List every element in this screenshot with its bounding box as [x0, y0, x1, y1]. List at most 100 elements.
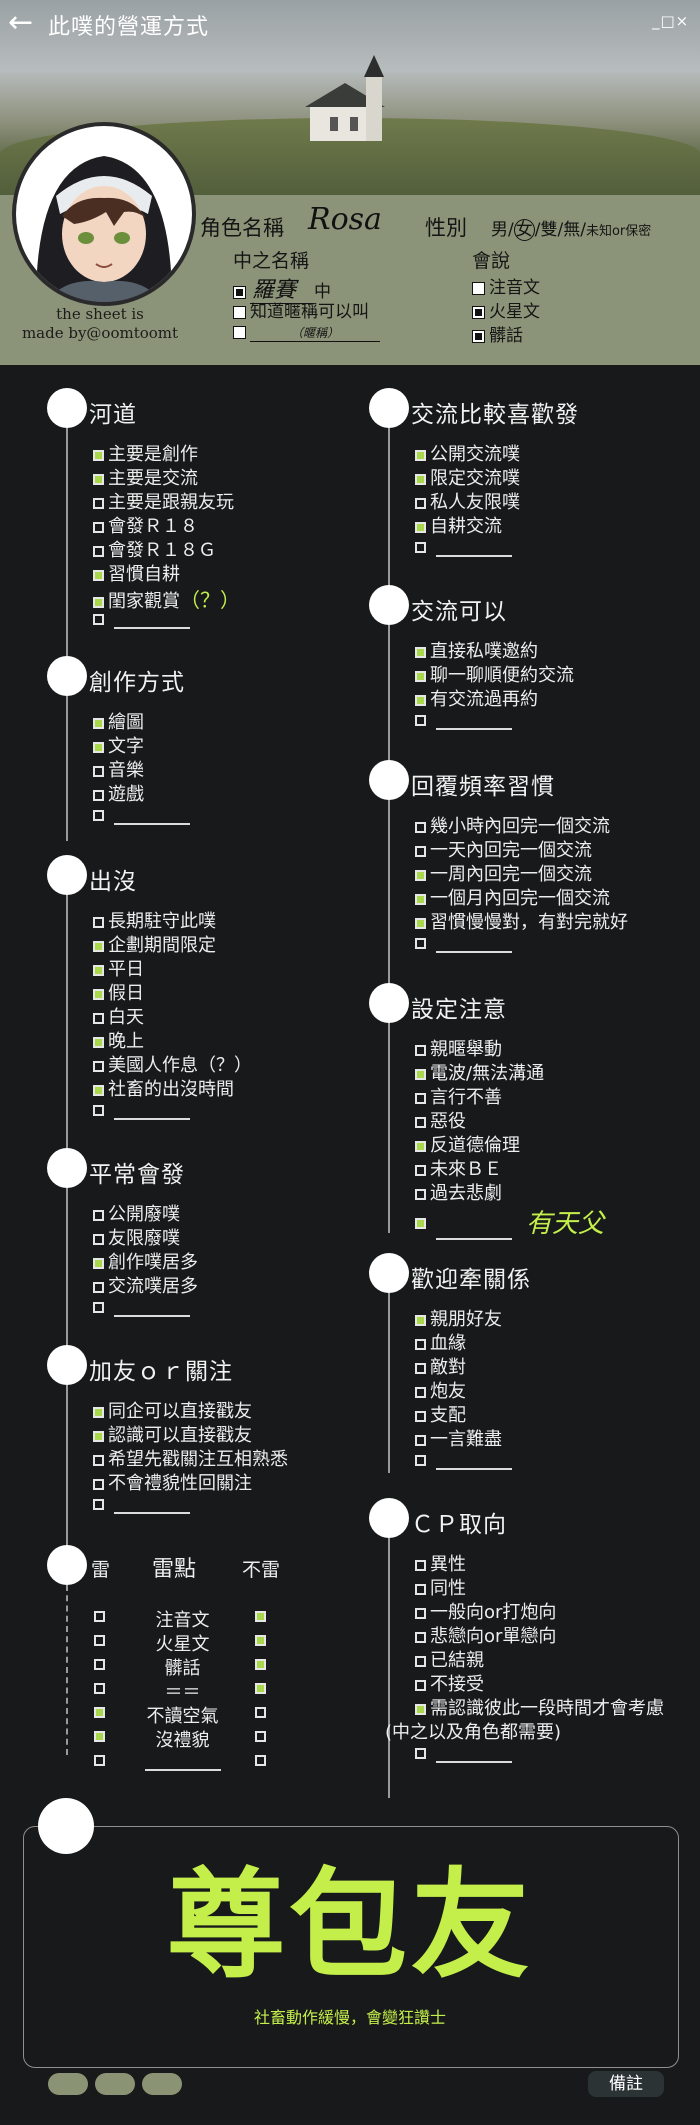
back-arrow-icon[interactable]: ← [8, 5, 34, 40]
lang-option-swear[interactable]: 髒話 [472, 321, 523, 346]
no-thunder-checkbox[interactable] [255, 1659, 266, 1670]
thunder-checkbox[interactable] [94, 1635, 105, 1646]
gender-option-none[interactable]: 無 [563, 220, 581, 240]
checkbox[interactable] [415, 1093, 426, 1104]
checklist-item[interactable]: 企劃期間限定 [93, 931, 216, 957]
checklist-item[interactable]: 習慣慢慢對，有對完就好 [415, 908, 628, 934]
checklist-item[interactable]: 需認識彼此一段時間才會考慮 [415, 1694, 664, 1720]
thunder-checkbox[interactable] [94, 1611, 105, 1622]
checklist-item[interactable]: 親暱舉動 [415, 1035, 502, 1061]
checkbox[interactable] [93, 1037, 104, 1048]
checklist-item[interactable]: 主要是交流 [93, 464, 198, 490]
checklist-item[interactable]: 一天內回完一個交流 [415, 836, 592, 862]
checklist-item[interactable]: 希望先戳關注互相熟悉 [93, 1445, 288, 1471]
checklist-item[interactable]: 不會禮貌性回關注 [93, 1469, 252, 1495]
checklist-item[interactable]: 閨家觀賞（？） [93, 584, 240, 613]
checklist-item[interactable]: 私人友限噗 [415, 488, 520, 514]
checklist-item[interactable]: 炮友 [415, 1377, 466, 1403]
checkbox[interactable] [93, 546, 104, 557]
gender-option-both[interactable]: 雙 [540, 220, 558, 240]
checklist-item[interactable]: 自耕交流 [415, 512, 502, 538]
checklist-item[interactable]: 交流噗居多 [93, 1272, 198, 1298]
checklist-item[interactable]: 認識可以直接戳友 [93, 1421, 252, 1447]
blank-line[interactable] [114, 1498, 190, 1514]
checklist-item[interactable]: 一般向or打炮向 [415, 1598, 556, 1624]
checklist-item[interactable]: 血緣 [415, 1329, 466, 1355]
checklist-item[interactable]: 敵對 [415, 1353, 466, 1379]
checkbox[interactable] [93, 522, 104, 533]
cn-name-value[interactable]: 羅賽 [250, 278, 315, 304]
checklist-item[interactable]: 異性 [415, 1550, 466, 1576]
checkbox[interactable] [93, 1479, 104, 1490]
gender-option-male[interactable]: 男 [491, 220, 508, 240]
blank-option[interactable] [93, 804, 190, 825]
blank-option[interactable] [93, 608, 190, 629]
checkbox[interactable] [93, 718, 104, 729]
blank-option[interactable] [415, 932, 512, 953]
checkbox[interactable] [93, 790, 104, 801]
checkbox[interactable] [93, 742, 104, 753]
blank-option[interactable] [415, 1449, 512, 1470]
checkbox[interactable] [93, 597, 104, 608]
checkbox[interactable] [415, 894, 426, 905]
checkbox[interactable] [93, 1499, 104, 1510]
no-thunder-checkbox[interactable] [255, 1707, 266, 1718]
checkbox[interactable] [415, 1218, 426, 1229]
blank-underline[interactable] [144, 1755, 221, 1771]
thunder-checkbox[interactable] [94, 1755, 105, 1766]
blank-option[interactable] [415, 1742, 512, 1763]
blank-line[interactable] [436, 1224, 512, 1240]
checklist-item[interactable]: 幾小時內回完一個交流 [415, 812, 610, 838]
checkbox[interactable] [415, 1339, 426, 1350]
page-dot-3[interactable] [142, 2073, 182, 2095]
gender-option-female[interactable]: 女 [513, 219, 535, 241]
char-name-value[interactable]: Rosa [308, 202, 382, 237]
checkbox[interactable] [415, 450, 426, 461]
checkbox[interactable] [93, 965, 104, 976]
checkbox[interactable] [415, 1387, 426, 1398]
checkbox[interactable] [93, 941, 104, 952]
blank-option[interactable] [93, 1296, 190, 1317]
checklist-item[interactable]: 音樂 [93, 756, 144, 782]
window-controls[interactable]: _□× [652, 12, 690, 30]
note-button[interactable]: 備註 [588, 2071, 664, 2097]
blank-option[interactable] [93, 1099, 190, 1120]
checklist-item[interactable]: 美國人作息（？） [93, 1051, 252, 1077]
checklist-item[interactable]: 電波/無法溝通 [415, 1059, 544, 1085]
checkbox[interactable] [93, 1105, 104, 1116]
checkbox[interactable] [415, 1560, 426, 1571]
checkbox[interactable] [415, 1704, 426, 1715]
checklist-item[interactable]: 言行不善 [415, 1083, 502, 1109]
blank-line[interactable] [436, 1747, 512, 1763]
blank-option[interactable] [415, 709, 512, 730]
checklist-item[interactable]: 友限廢噗 [93, 1224, 180, 1250]
checkbox[interactable] [415, 1117, 426, 1128]
checkbox[interactable] [93, 498, 104, 509]
lang-checkbox-swear[interactable] [472, 329, 485, 343]
checkbox[interactable] [415, 918, 426, 929]
checkbox[interactable] [93, 1455, 104, 1466]
checkbox[interactable] [93, 1234, 104, 1245]
checkbox[interactable] [93, 989, 104, 1000]
checklist-item[interactable]: 晚上 [93, 1027, 144, 1053]
checkbox[interactable] [93, 474, 104, 485]
blank-option[interactable]: 有天父 [415, 1203, 604, 1240]
checkbox[interactable] [415, 822, 426, 833]
thunder-checkbox[interactable] [94, 1707, 105, 1718]
checkbox[interactable] [415, 1165, 426, 1176]
page-dot-1[interactable] [48, 2073, 88, 2095]
checkbox[interactable] [415, 1748, 426, 1759]
checklist-item[interactable]: 不接受 [415, 1670, 484, 1696]
checklist-item[interactable]: 有交流過再約 [415, 685, 538, 711]
checklist-item[interactable]: 直接私噗邀約 [415, 637, 538, 663]
blank-line[interactable] [436, 541, 512, 557]
blank-line[interactable] [114, 809, 190, 825]
checkbox[interactable] [415, 498, 426, 509]
lang-checkbox-martian[interactable] [472, 305, 485, 319]
blank-line[interactable] [114, 613, 190, 629]
checkbox[interactable] [415, 647, 426, 658]
checkbox[interactable] [415, 938, 426, 949]
checkbox[interactable] [415, 1680, 426, 1691]
no-thunder-checkbox[interactable] [255, 1755, 266, 1766]
checklist-item[interactable]: 公開交流噗 [415, 440, 520, 466]
